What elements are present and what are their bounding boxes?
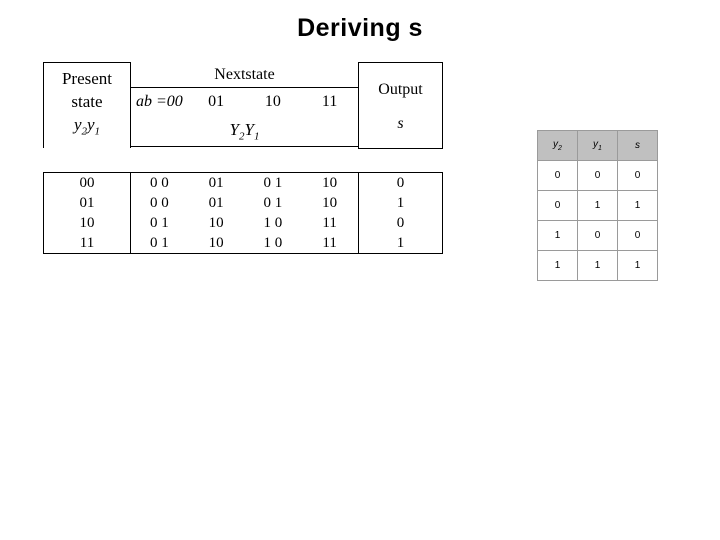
r2-s: 0 <box>617 220 658 251</box>
table-row: 11 0 1 10 1 0 11 1 <box>43 233 443 254</box>
table-row: 1 1 1 <box>537 250 658 281</box>
header-y2-sub: 2 <box>558 145 562 152</box>
row2-next-3: 11 <box>301 213 360 233</box>
truth-table-header: Present state y2y1 Nextstate ab =00 01 1… <box>43 62 443 149</box>
y2-var: y <box>73 115 82 134</box>
r3-y1: 1 <box>577 250 618 281</box>
r0-s: 0 <box>617 160 658 191</box>
y1-sub: 1 <box>94 125 101 138</box>
present-state-label-2: state <box>71 92 103 111</box>
row3-present: 11 <box>43 233 131 254</box>
r2-y1: 0 <box>577 220 618 251</box>
Y1-sub: 1 <box>253 130 260 143</box>
row2-output: 0 <box>358 213 443 233</box>
header-s-var: s <box>635 140 640 151</box>
r1-s: 1 <box>617 190 658 221</box>
page-title: Deriving s <box>297 14 423 42</box>
header-s: s <box>617 130 658 161</box>
row3-output: 1 <box>358 233 443 254</box>
Y1-var: Y <box>244 120 254 140</box>
row0-next-0: 0 0 <box>129 172 188 193</box>
Y2-sub: 2 <box>239 130 245 143</box>
row2-next-0: 0 1 <box>129 213 188 233</box>
col-header-10: 10 <box>244 87 302 117</box>
row3-next-0: 0 1 <box>129 233 188 254</box>
r3-s: 1 <box>617 250 658 281</box>
r0-y2: 0 <box>537 160 578 191</box>
row3-next-2: 1 0 <box>244 233 302 254</box>
row1-present: 01 <box>43 193 131 213</box>
r1-y2: 0 <box>537 190 578 221</box>
table-row: 00 0 0 01 0 1 10 0 <box>43 172 443 193</box>
header-y2-var: y <box>553 139 559 150</box>
header-y1-sub: 1 <box>598 145 602 152</box>
table-header-row: y2 y1 s <box>537 130 658 161</box>
row1-next-2: 0 1 <box>263 194 283 211</box>
table-row: 10 0 1 10 1 0 11 0 <box>43 213 443 233</box>
output-summary-table: y2 y1 s 0 0 0 0 1 1 1 0 0 1 1 1 <box>537 130 658 281</box>
row1-next-1: 01 <box>208 194 224 211</box>
row3-next-3: 11 <box>301 233 360 254</box>
next-state-header: Nextstate <box>131 63 358 89</box>
output-var: s <box>397 115 404 133</box>
col-header-ab00-text: ab =00 <box>135 93 183 111</box>
col-header-01: 01 <box>187 87 245 117</box>
truth-table-body: 00 0 0 01 0 1 10 0 01 0 0 01 0 1 10 1 10… <box>43 172 443 254</box>
r3-y2: 1 <box>537 250 578 281</box>
output-header-cell: Output s <box>358 62 443 149</box>
row0-present: 00 <box>43 172 131 193</box>
row0-output: 0 <box>358 172 443 193</box>
next-state-inner-table: Nextstate ab =00 01 10 11 Y2Y1 <box>131 63 358 148</box>
header-y1: y1 <box>577 130 618 161</box>
table-row: 1 0 0 <box>537 220 658 251</box>
header-y1-var: y <box>593 139 599 150</box>
col-header-11: 11 <box>301 87 358 117</box>
row2-next-1: 10 <box>208 214 224 231</box>
row1-output: 1 <box>358 193 443 213</box>
header-y2: y2 <box>537 130 578 161</box>
present-state-header: Present state y2y1 <box>43 62 131 149</box>
row0-next-2: 0 1 <box>244 172 302 193</box>
r1-y1: 1 <box>577 190 618 221</box>
row0-next-3: 10 <box>301 172 360 193</box>
next-state-block: Nextstate ab =00 01 10 11 Y2Y1 <box>131 63 359 149</box>
y1-var: y <box>87 115 95 134</box>
Y2-var: Y <box>229 120 239 140</box>
col-header-ab00: ab =00 <box>131 87 188 117</box>
row2-next-2: 1 0 <box>263 214 283 231</box>
present-state-vars: y2y1 <box>44 113 130 143</box>
table-row: 0 1 1 <box>537 190 658 221</box>
row0-next-1: 01 <box>187 172 245 193</box>
next-state-vars: Y2Y1 <box>131 116 358 148</box>
row1-next-3: 10 <box>301 193 360 213</box>
r0-y1: 0 <box>577 160 618 191</box>
row2-present: 10 <box>43 213 131 233</box>
present-state-label-1: Present <box>61 69 113 88</box>
row3-next-1: 10 <box>187 233 245 254</box>
table-row: 0 0 0 <box>537 160 658 191</box>
table-row: 01 0 0 01 0 1 10 1 <box>43 193 443 213</box>
output-header: Output <box>378 81 423 99</box>
row1-next-0: 0 0 <box>129 193 188 213</box>
r2-y2: 1 <box>537 220 578 251</box>
y2-sub: 2 <box>81 125 88 138</box>
